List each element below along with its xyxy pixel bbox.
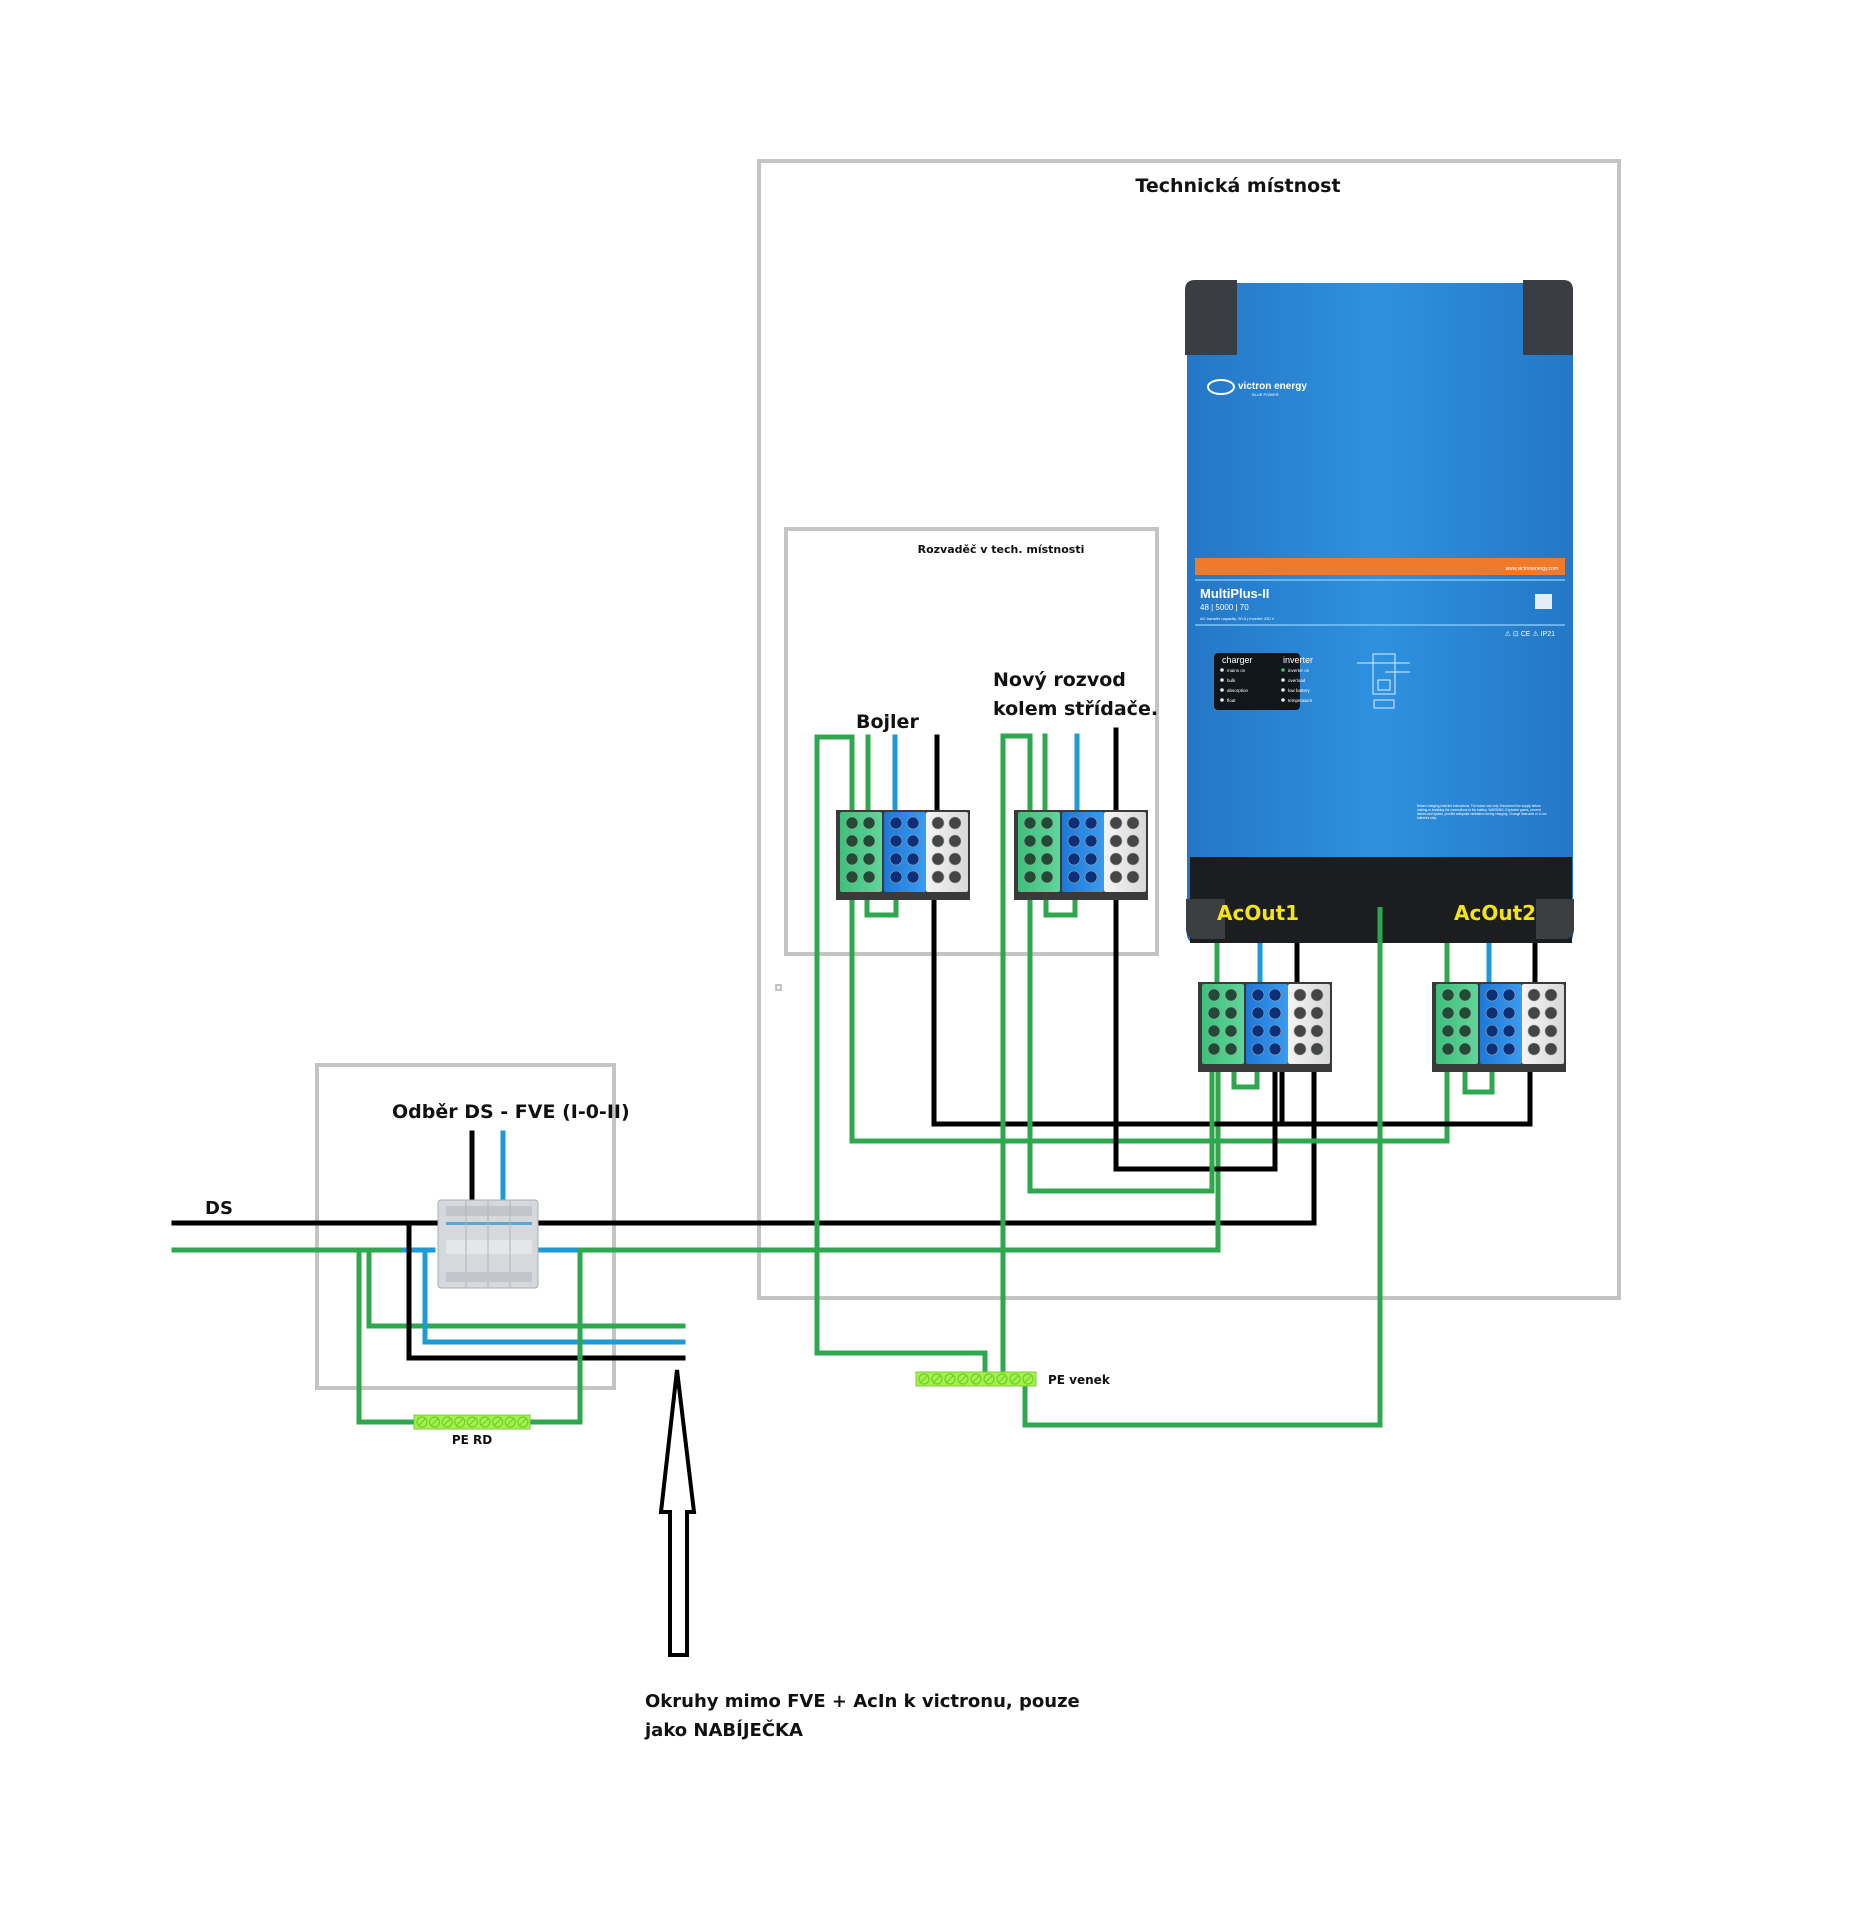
- bus-screw: [931, 1373, 943, 1385]
- inverter-corner-tl: [1185, 280, 1237, 355]
- pe-rd-bus: [413, 1414, 531, 1430]
- inverter-led-label: overload: [1288, 678, 1306, 683]
- qr-code-icon: [1535, 594, 1552, 609]
- terminal-block-boiler: [836, 810, 970, 900]
- wire-boiler-bridge: [864, 897, 899, 918]
- inverter-multiplus[interactable]: victron energy BLUE POWER www.victronene…: [1185, 280, 1574, 943]
- wire-new-l-out: [1113, 897, 1278, 1172]
- inverter-spec: 48 | 5000 | 70: [1200, 603, 1249, 612]
- switchboard-title: Rozvaděč v tech. místnosti: [918, 543, 1085, 556]
- tech-room-title: Technická místnost: [1135, 175, 1340, 197]
- inverter-spec-sub: AC transfer capacity: 50 A | Inverter 23…: [1200, 616, 1275, 621]
- inverter-led-label: inverter on: [1288, 668, 1310, 673]
- svg-text:BLUE POWER: BLUE POWER: [1252, 392, 1279, 397]
- inverter-led: [1281, 688, 1285, 692]
- wire-boiler-pe-to-bus: [814, 1350, 988, 1375]
- victron-logo: victron energy BLUE POWER: [1207, 379, 1307, 397]
- wire-pe-to-acout1: [572, 1062, 1221, 1253]
- charger-led-label: float: [1227, 698, 1236, 703]
- bus-screw: [918, 1373, 930, 1385]
- wire-ds-line-out: [534, 1062, 1317, 1226]
- charger-led: [1220, 688, 1224, 692]
- charger-led: [1220, 668, 1224, 672]
- selector-switch-label: Odběr DS - FVE (I-0-II): [392, 1101, 630, 1123]
- main-board-box: [315, 1063, 616, 1390]
- charger-led-label: mains on: [1227, 668, 1246, 673]
- bus-screw: [983, 1373, 995, 1385]
- inverter-led-label: temperature: [1288, 698, 1313, 703]
- inverter-orange-stripe: [1195, 558, 1565, 575]
- wire-new-pe-loop: [1000, 733, 1033, 1375]
- bus-screw: [517, 1416, 529, 1428]
- bus-screw: [429, 1416, 441, 1428]
- new-circuit-label-1: Nový rozvod: [993, 669, 1126, 691]
- acout2-label: AcOut2: [1454, 901, 1536, 925]
- pe-rd-label: PE RD: [452, 1433, 492, 1447]
- terminal-block-acout2: [1432, 982, 1566, 1072]
- up-arrow-icon: [658, 1369, 697, 1657]
- tech-room-box: [757, 159, 1621, 1300]
- inverter-led: [1281, 668, 1285, 672]
- bus-screw: [504, 1416, 516, 1428]
- inverter-corner-bl: [1186, 899, 1225, 939]
- bus-screw: [944, 1373, 956, 1385]
- terminal-block-new-circuit: [1014, 810, 1148, 900]
- bus-screw: [416, 1416, 428, 1428]
- bus-screw: [454, 1416, 466, 1428]
- circuit-symbol-icon: [1357, 653, 1410, 709]
- bus-screw: [1022, 1373, 1034, 1385]
- wire-boiler-l-out: [931, 897, 1285, 1127]
- charger-led-label: absorption: [1227, 688, 1249, 693]
- wire-acout2-bridge: [1462, 1067, 1495, 1095]
- boiler-label: Bojler: [856, 711, 919, 733]
- selector-switch-i-0-ii[interactable]: [437, 1199, 539, 1289]
- inverter-warning-text: Before charging read the instructions. F…: [1417, 804, 1547, 820]
- bus-screw: [441, 1416, 453, 1428]
- wire-out-l: [406, 1220, 686, 1361]
- wire-acout1-bridge: [1231, 1067, 1260, 1090]
- wire-boiler-pe-out: [849, 897, 1450, 1144]
- ds-label: DS: [205, 1198, 233, 1219]
- new-circuit-label-2: kolem střídače.: [993, 698, 1158, 720]
- led-panel: charger inverter mains on bulk absorption f…: [1214, 653, 1313, 710]
- wire-inverter-pe: [1022, 904, 1383, 1428]
- wire-new-bridge: [1043, 897, 1078, 918]
- inverter-corner-br: [1536, 899, 1574, 939]
- bus-screw: [957, 1373, 969, 1385]
- bus-screw: [492, 1416, 504, 1428]
- bus-screw: [996, 1373, 1008, 1385]
- charger-led: [1220, 698, 1224, 702]
- bus-screw: [970, 1373, 982, 1385]
- charger-led: [1220, 678, 1224, 682]
- note-label-2: jako NABÍJEČKA: [644, 1719, 803, 1741]
- terminal-block-acout1: [1198, 982, 1332, 1072]
- marker-square: [775, 984, 782, 991]
- svg-text:victron energy: victron energy: [1238, 381, 1307, 392]
- charger-led-label: bulk: [1227, 678, 1236, 683]
- inverter-url: www.victronenergy.com: [1506, 566, 1558, 572]
- inverter-led: [1281, 698, 1285, 702]
- wire-pe-rd-left: [356, 1247, 417, 1425]
- svg-text:inverter: inverter: [1283, 655, 1313, 665]
- wire-boiler-pe-loop: [814, 734, 855, 1356]
- switchboard-box: [784, 527, 1159, 956]
- bus-screw: [1009, 1373, 1021, 1385]
- inverter-model: MultiPlus-II: [1200, 586, 1269, 601]
- svg-text:charger: charger: [1222, 655, 1253, 665]
- note-label-1: Okruhy mimo FVE + AcIn k victronu, pouze: [645, 1691, 1080, 1712]
- wire-acout2-l-out: [1279, 1067, 1533, 1127]
- bus-screw: [479, 1416, 491, 1428]
- pe-outside-label: PE venek: [1048, 1373, 1111, 1387]
- pe-outside-bus: [915, 1371, 1037, 1387]
- inverter-led-label: low battery: [1288, 688, 1311, 693]
- wire-out-n: [422, 1247, 686, 1345]
- bus-screw: [466, 1416, 478, 1428]
- wire-new-pe-out: [1027, 897, 1215, 1194]
- inverter-led: [1281, 678, 1285, 682]
- wire-pe-rd-right: [527, 1247, 583, 1425]
- inverter-corner-tr: [1523, 280, 1573, 355]
- inverter-cert-marks: ⚠ ⊡ CE ⚠ IP21: [1505, 630, 1555, 638]
- acout1-label: AcOut1: [1217, 901, 1299, 925]
